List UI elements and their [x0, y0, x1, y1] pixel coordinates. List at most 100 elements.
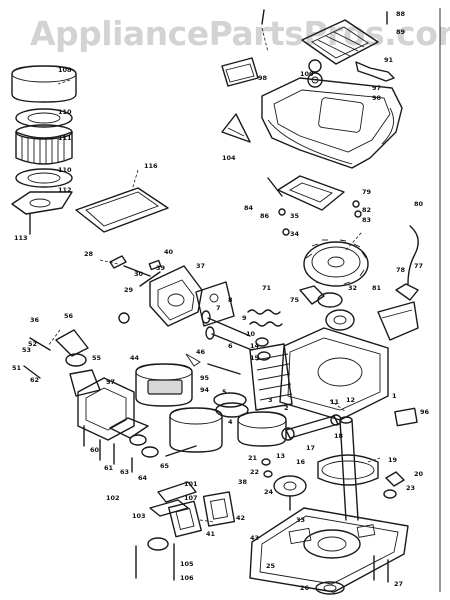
callout-label: 104 [222, 154, 236, 162]
callout-label: 6 [228, 342, 233, 350]
callout-label: 110 [58, 108, 72, 116]
callout-label: 41 [206, 530, 216, 538]
oil-seal [315, 581, 345, 595]
callout-label: 78 [396, 266, 406, 274]
callout-label: 116 [144, 162, 158, 170]
crankcase-base [249, 507, 409, 593]
starter-pulley [308, 59, 322, 73]
callout-label: 39 [156, 264, 166, 272]
callout-label: 25 [266, 562, 276, 570]
callout-label: 64 [138, 474, 148, 482]
callout-label: 28 [84, 250, 94, 258]
fuel-tank-label [147, 379, 183, 395]
carburetor-body [149, 265, 203, 327]
callout-label: 77 [414, 262, 423, 270]
baffle-screw [267, 177, 283, 197]
callout-label: 30 [134, 270, 144, 278]
callout-label: 60 [90, 446, 100, 454]
baffle-plate [221, 113, 251, 143]
callout-label: 113 [14, 234, 28, 242]
callout-label: 108 [58, 66, 72, 74]
callout-label: 101 [184, 480, 198, 488]
callout-label: 102 [106, 494, 120, 502]
callout-label: 1 [392, 392, 397, 400]
callout-label: 43 [250, 534, 259, 542]
callout-label: 55 [92, 354, 102, 362]
callout-label: 36 [30, 316, 40, 324]
callout-label: 21 [248, 454, 258, 462]
callout-label: 89 [396, 28, 406, 36]
callout-label: 3 [268, 396, 273, 404]
connecting-rod [281, 414, 342, 441]
callout-label: 71 [262, 284, 272, 292]
callout-label: 22 [250, 468, 259, 476]
callout-label: 79 [362, 188, 372, 196]
callout-label: 13 [276, 452, 285, 460]
callout-label: 56 [64, 312, 74, 320]
callout-label: 40 [164, 248, 174, 256]
callout-label: 57 [106, 378, 115, 386]
callout-label: 37 [196, 262, 205, 270]
callout-label: 44 [130, 354, 140, 362]
callout-label: 96 [420, 408, 430, 416]
crank-counterweight [317, 454, 379, 486]
callout-label: 100 [300, 70, 314, 78]
piston-group [213, 392, 287, 447]
governor-linkage [109, 255, 162, 287]
callout-label: 97 [372, 84, 381, 92]
callout-label: 23 [406, 484, 415, 492]
callout-label: 61 [104, 464, 114, 472]
callout-label: 106 [180, 574, 194, 582]
cylinder-fins [249, 343, 293, 411]
callout-label: 75 [290, 296, 300, 304]
engine-tag [394, 407, 418, 427]
callout-label: 8 [228, 296, 233, 304]
muffler-parts-left [23, 312, 130, 397]
decal-panel [221, 57, 259, 87]
callout-label: 51 [12, 364, 22, 372]
callout-label: 94 [200, 386, 210, 394]
carburetor-gasket [195, 281, 235, 327]
callout-label: 19 [388, 456, 398, 464]
callout-label: 33 [296, 516, 305, 524]
callout-label: 9 [242, 314, 247, 322]
callout-label: 16 [296, 458, 306, 466]
head-gasket-upper [277, 175, 345, 211]
filter-gasket-upper [15, 108, 73, 128]
blower-opening [318, 97, 364, 133]
callout-label: 29 [124, 286, 134, 294]
callout-label: 27 [394, 580, 403, 588]
callout-label: 88 [396, 10, 406, 18]
filter-sheet [75, 187, 169, 233]
callout-label: 110 [58, 166, 72, 174]
breaker-point [299, 285, 325, 305]
callout-label: 18 [334, 432, 344, 440]
valve-cover-stack [135, 481, 236, 581]
callout-label: 83 [362, 216, 371, 224]
muffler-bracket [109, 417, 149, 439]
filter-gasket-lower [15, 168, 73, 188]
ignition-wire [407, 225, 419, 285]
callout-label: 62 [30, 376, 39, 384]
callout-label: 95 [200, 374, 210, 382]
callout-label: 4 [228, 418, 233, 426]
breather-plate [168, 500, 202, 538]
callout-label: 20 [414, 470, 424, 478]
callout-label: 14 [250, 342, 260, 350]
valve-train [201, 309, 283, 375]
blower-housing [261, 77, 403, 169]
callout-label: 35 [290, 212, 300, 220]
callout-label: 15 [250, 354, 260, 362]
callout-label: 34 [290, 230, 300, 238]
callout-label: 53 [22, 346, 31, 354]
starter-handle [355, 61, 395, 82]
callout-layer: 88 89 91 90 98 97 100 108 110 111 110 11… [12, 10, 430, 592]
callout-label: 111 [58, 134, 72, 142]
callout-label: 11 [330, 398, 340, 406]
flywheel [303, 239, 369, 287]
rewind-starter-assembly [261, 9, 395, 88]
callout-label: 105 [180, 560, 194, 568]
fuel-tank-bracket [77, 377, 135, 441]
